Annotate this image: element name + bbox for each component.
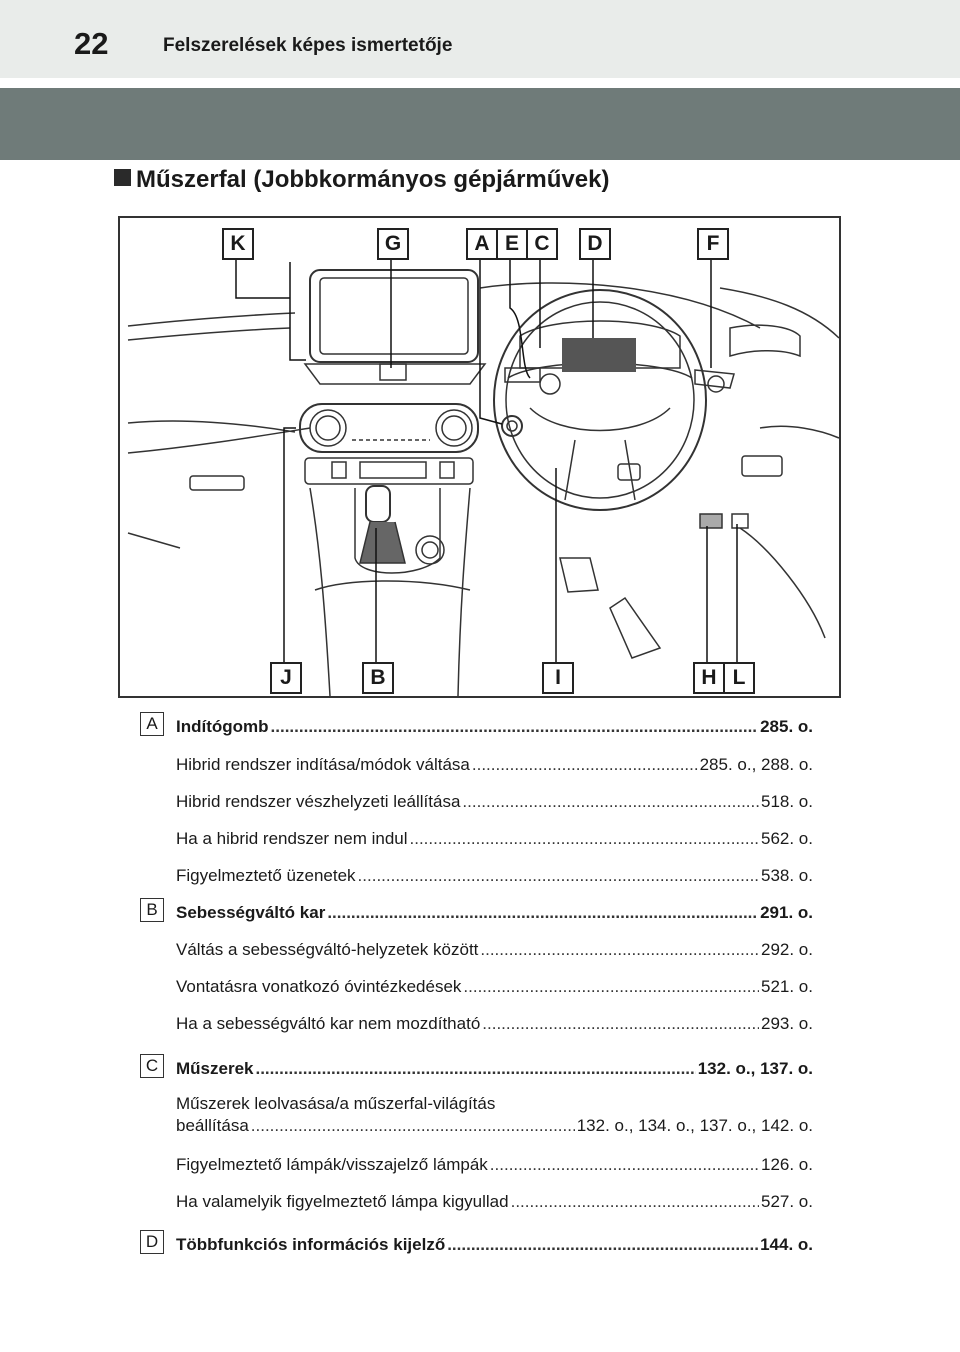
legend-main-entry: Indítógomb 285. o. (176, 716, 813, 738)
header-bar (0, 0, 960, 78)
legend-sub-entry: Hibrid rendszer vészhelyzeti leállítása 5… (176, 791, 813, 813)
legend-main-entry: Sebességváltó kar 291. o. (176, 902, 813, 924)
page-ref: 291. o. (760, 903, 813, 922)
legend-letter: B (140, 898, 164, 922)
page-ref: 538. o. (761, 866, 813, 885)
gear-lever (365, 485, 391, 523)
callout-L: L (723, 662, 755, 694)
legend-sub-entry: Váltás a sebességváltó-helyzetek között 2… (176, 939, 813, 961)
entry-label: Műszerek (176, 1059, 254, 1078)
page-ref: 132. o., 134. o., 137. o., 142. o. (576, 1116, 813, 1135)
page-number: 22 (74, 26, 109, 61)
callout-I: I (542, 662, 574, 694)
section-title-text: Műszerfal (Jobbkormányos gépjárművek) (136, 166, 610, 193)
page-ref: 527. o. (761, 1192, 813, 1211)
legend-letter: D (140, 1230, 164, 1254)
callout-D: D (579, 228, 611, 260)
dashboard-illustration: K G A E C D F J B I H L (118, 216, 841, 698)
chapter-title: Felszerelések képes ismertetője (163, 35, 453, 56)
infotainment-screen (309, 269, 479, 363)
section-title: Műszerfal (Jobbkormányos gépjárművek) (114, 166, 609, 195)
bullet-square-icon (114, 169, 131, 186)
page-ref: 126. o. (761, 1155, 813, 1174)
legend-sub-entry: Vontatásra vonatkozó óvintézkedések 521. … (176, 976, 813, 998)
entry-label-continued: beállítása (176, 1116, 249, 1135)
legend-sub-entry: Hibrid rendszer indítása/módok váltása 28… (176, 754, 813, 776)
entry-label: Ha a sebességváltó kar nem mozdítható (176, 1014, 481, 1033)
dashboard-drawing (127, 248, 839, 696)
page-ref: 521. o. (761, 977, 813, 996)
entry-label: Figyelmeztető lámpák/visszajelző lámpák (176, 1155, 488, 1174)
entry-label: Hibrid rendszer indítása/módok váltása (176, 755, 470, 774)
callout-F: F (697, 228, 729, 260)
entry-label: Váltás a sebességváltó-helyzetek között (176, 940, 479, 959)
page-ref: 562. o. (761, 829, 813, 848)
callout-K: K (222, 228, 254, 260)
page-ref: 293. o. (761, 1014, 813, 1033)
dash-contour (127, 312, 296, 327)
entry-label: Sebességváltó kar (176, 903, 326, 922)
callout-A: A (466, 228, 498, 260)
callout-G: G (377, 228, 409, 260)
entry-label: Indítógomb (176, 717, 269, 736)
legend-sub-entry: Műszerek leolvasása/a műszerfal-világítá… (176, 1093, 813, 1137)
legend-sub-entry: Ha valamelyik figyelmeztető lámpa kigyul… (176, 1191, 813, 1213)
entry-label: Többfunkciós információs kijelző (176, 1235, 446, 1254)
page-ref: 285. o. (760, 717, 813, 736)
legend-letter: A (140, 712, 164, 736)
callout-H: H (693, 662, 725, 694)
callout-B: B (362, 662, 394, 694)
callout-E: E (496, 228, 528, 260)
entry-label: Ha valamelyik figyelmeztető lámpa kigyul… (176, 1192, 509, 1211)
entry-label: Ha a hibrid rendszer nem indul (176, 829, 408, 848)
entry-label: Műszerek leolvasása/a műszerfal-világítá… (176, 1094, 496, 1113)
page-ref: 292. o. (761, 940, 813, 959)
callout-leader-lines (235, 248, 738, 668)
page-ref: 132. o., 137. o. (697, 1059, 813, 1078)
page-ref: 285. o., 288. o. (699, 755, 813, 774)
legend-main-entry: Műszerek 132. o., 137. o. (176, 1058, 813, 1080)
entry-label: Hibrid rendszer vészhelyzeti leállítása (176, 792, 461, 811)
legend-main-entry: Többfunkciós információs kijelző 144. o. (176, 1234, 813, 1256)
climate-panel (299, 403, 479, 453)
page-ref: 144. o. (760, 1235, 813, 1254)
callout-J: J (270, 662, 302, 694)
steering-wheel (493, 289, 707, 511)
entry-label: Vontatásra vonatkozó óvintézkedések (176, 977, 462, 996)
legend-letter: C (140, 1054, 164, 1078)
legend-sub-entry: Ha a sebességváltó kar nem mozdítható 293… (176, 1013, 813, 1035)
legend-sub-entry: Figyelmeztető üzenetek 538. o. (176, 865, 813, 887)
legend-sub-entry: Ha a hibrid rendszer nem indul 562. o. (176, 828, 813, 850)
page-ref: 518. o. (761, 792, 813, 811)
header-band (0, 88, 960, 160)
callout-C: C (526, 228, 558, 260)
entry-label: Figyelmeztető üzenetek (176, 866, 356, 885)
legend-sub-entry: Figyelmeztető lámpák/visszajelző lámpák 1… (176, 1154, 813, 1176)
cluster-display (562, 338, 636, 372)
